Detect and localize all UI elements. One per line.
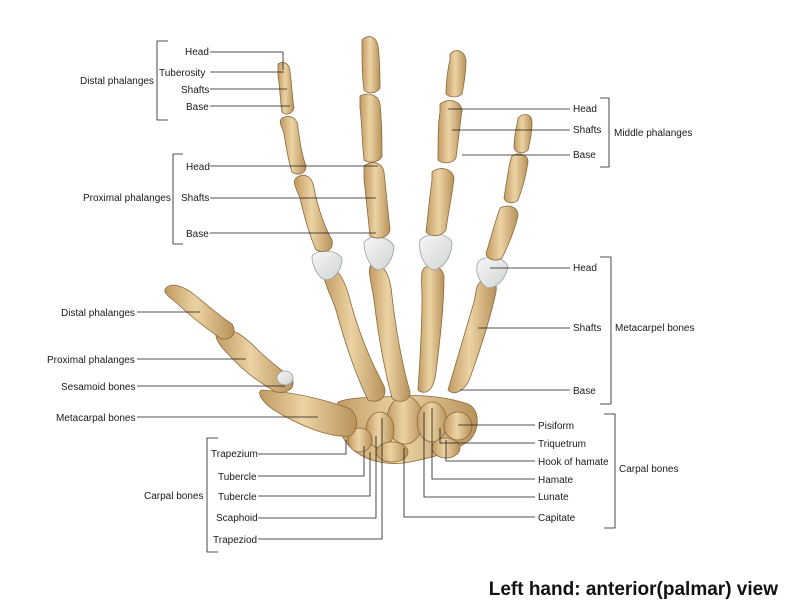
- tubercle-2-label: Tubercle: [218, 492, 257, 503]
- proximal-base-label: Base: [186, 229, 209, 240]
- thumb-callout: Distal phalanges Proximal phalanges Sesa…: [47, 308, 318, 424]
- little-finger-illustration: [447, 114, 533, 394]
- hand-illustration: [164, 36, 533, 464]
- hook-of-hamate-label: Hook of hamate: [538, 457, 609, 468]
- tubercle-1-label: Tubercle: [218, 472, 257, 483]
- middle-phalanges-group-label: Middle phalanges: [614, 128, 692, 139]
- proximal-phalanges-group-label: Proximal phalanges: [83, 193, 171, 204]
- carpal-bones-illustration: [335, 395, 478, 464]
- trapezoid-label: Trapeziod: [213, 535, 257, 546]
- distal-tuberosity-label: Tuberosity: [159, 68, 205, 79]
- carpal-right-group-label: Carpal bones: [619, 464, 678, 475]
- distal-shafts-label: Shafts: [181, 85, 209, 96]
- trapezium-label: Trapezium: [211, 449, 258, 460]
- thumb-proximal-label: Proximal phalanges: [47, 355, 135, 366]
- scaphoid-label: Scaphoid: [216, 513, 258, 524]
- distal-head-label: Head: [185, 47, 209, 58]
- triquetrum-label: Triquetrum: [538, 439, 586, 450]
- diagram-caption: Left hand: anterior(palmar) view: [488, 579, 778, 600]
- proximal-shafts-label: Shafts: [181, 193, 209, 204]
- metacarpal-shafts-label: Shafts: [573, 323, 601, 334]
- carpal-bones-left-callout: Carpal bones Trapezium Tubercle Tubercle…: [144, 418, 383, 553]
- thumb-metacarpal-label: Metacarpal bones: [56, 413, 136, 424]
- distal-base-label: Base: [186, 102, 209, 113]
- distal-phalanges-group-label: Distal phalanges: [80, 76, 154, 87]
- capitate-label: Capitate: [538, 513, 576, 524]
- middle-base-label: Base: [573, 150, 596, 161]
- proximal-head-label: Head: [186, 162, 210, 173]
- middle-finger-illustration: [359, 36, 411, 402]
- distal-phalanges-callout: Distal phalanges Head Tuberosity Shafts …: [80, 40, 290, 121]
- index-finger-illustration: [277, 62, 386, 402]
- middle-shafts-label: Shafts: [573, 125, 601, 136]
- metacarpal-head-label: Head: [573, 263, 597, 274]
- carpal-bones-right-callout: Carpal bones Pisiform Triquetrum Hook of…: [403, 408, 678, 529]
- pisiform-label: Pisiform: [538, 421, 574, 432]
- metacarpal-group-label: Metacarpel bones: [615, 323, 695, 334]
- lunate-label: Lunate: [538, 492, 569, 503]
- metacarpal-bones-callout: Metacarpel bones Head Shafts Base: [460, 256, 695, 405]
- ring-finger-illustration: [417, 50, 467, 393]
- metacarpal-base-label: Base: [573, 386, 596, 397]
- middle-phalanges-callout: Middle phalanges Head Shafts Base: [448, 97, 692, 168]
- carpal-left-group-label: Carpal bones: [144, 491, 203, 502]
- thumb-illustration: [164, 284, 357, 437]
- sesamoid-label: Sesamoid bones: [61, 382, 136, 393]
- proximal-phalanges-callout: Proximal phalanges Head Shafts Base: [83, 153, 378, 245]
- middle-head-label: Head: [573, 104, 597, 115]
- hamate-label: Hamate: [538, 475, 573, 486]
- thumb-distal-label: Distal phalanges: [61, 308, 135, 319]
